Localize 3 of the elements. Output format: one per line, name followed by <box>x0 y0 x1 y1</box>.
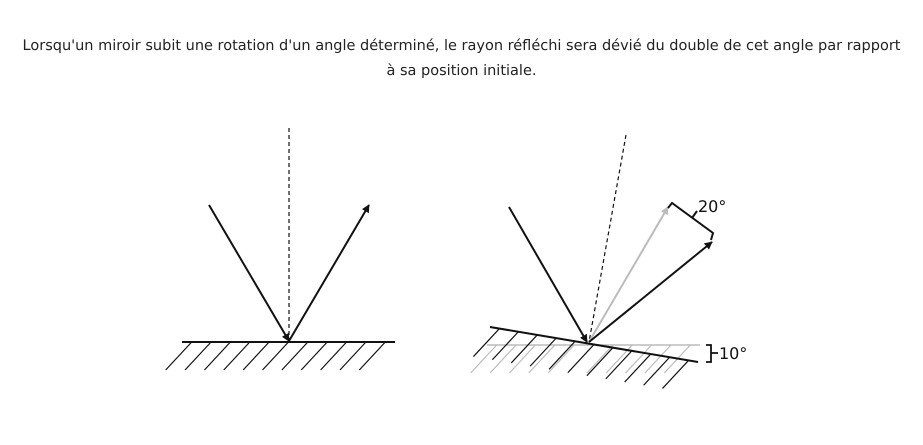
angle-label: 20° <box>698 198 726 216</box>
title-text: Lorsqu'un miroir subit une rotation d'un angle déterminé, le rayon réfléchi sera dévié du double de cet angle par rapport à sa position initiale. <box>22 37 902 81</box>
angle-label: 10° <box>719 345 748 363</box>
